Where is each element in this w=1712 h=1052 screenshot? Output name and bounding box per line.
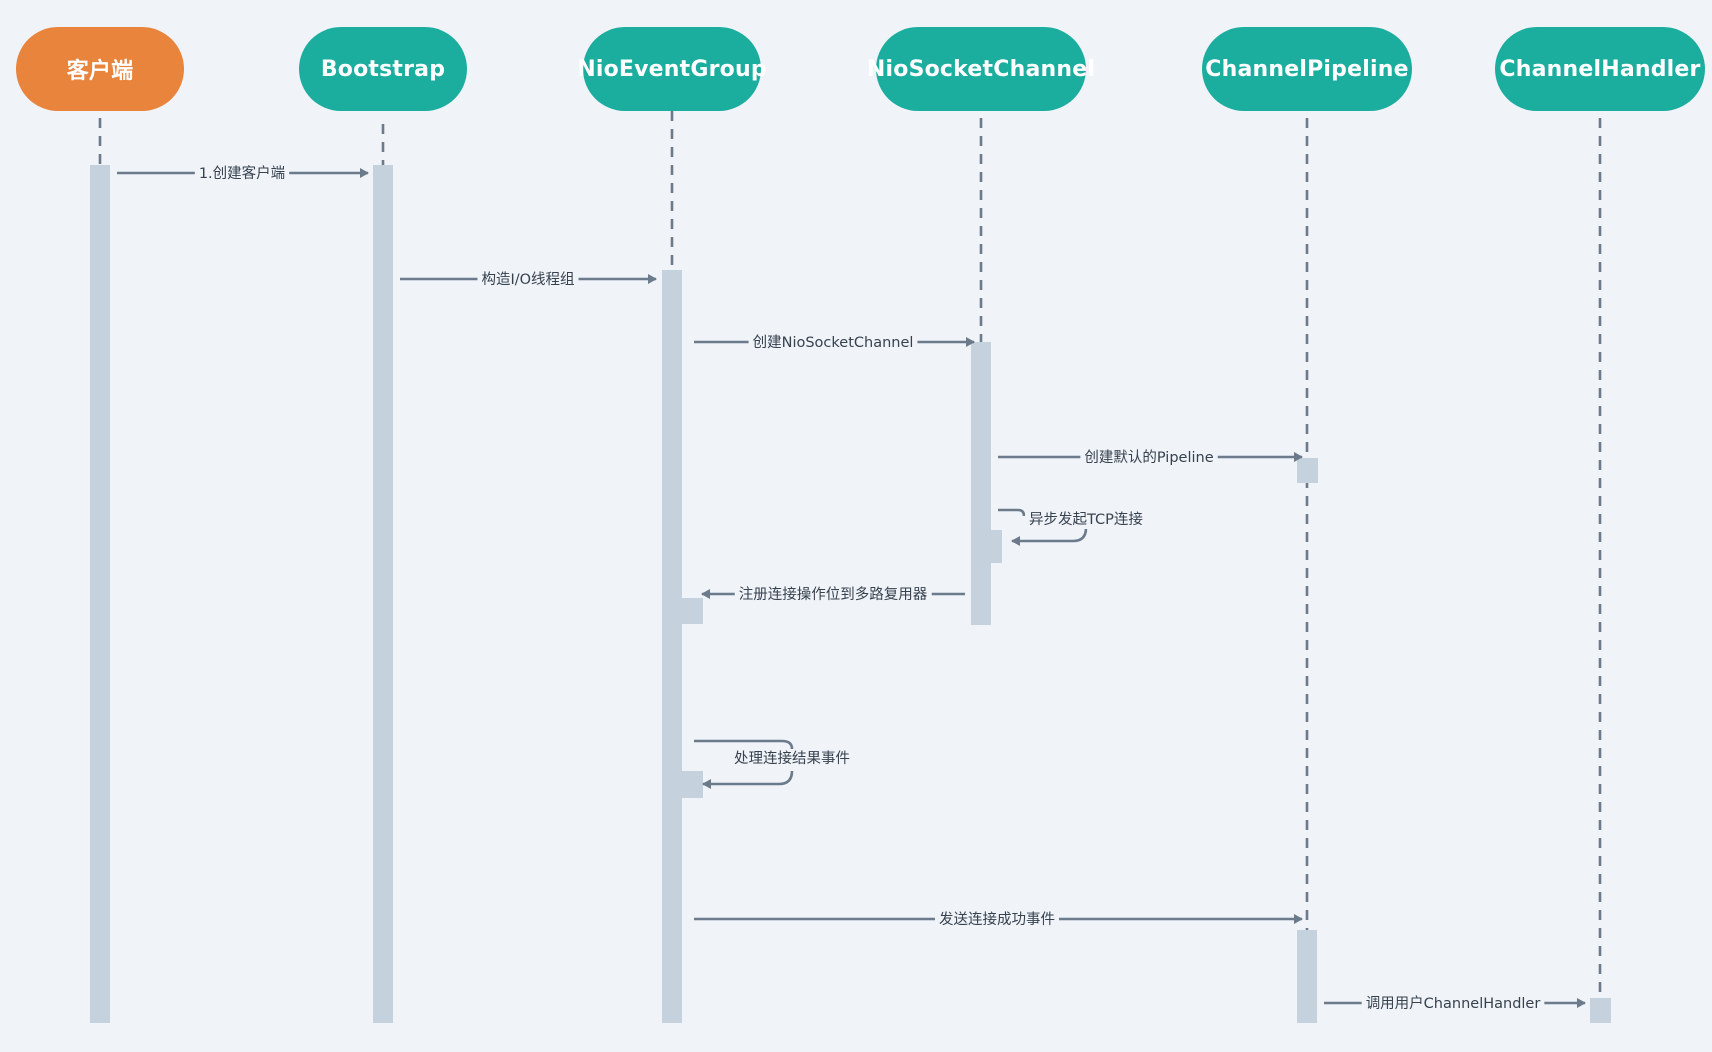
message-label-bg-m3 bbox=[748, 333, 918, 352]
message-arrow-out-m5 bbox=[998, 508, 1026, 517]
group-activation bbox=[662, 270, 682, 1023]
message-label-m5: 异步发起TCP连接 bbox=[1029, 511, 1143, 528]
message-arrow-out-m7 bbox=[694, 739, 794, 750]
group-register-activation bbox=[682, 598, 703, 624]
message-label-m7: 处理连接结果事件 bbox=[734, 750, 850, 767]
message-label-bg-m5 bbox=[1025, 510, 1147, 529]
message-label-m4: 创建默认的Pipeline bbox=[1084, 449, 1213, 466]
message-label-bg-m7 bbox=[730, 749, 854, 768]
message-label-m6: 注册连接操作位到多路复用器 bbox=[739, 585, 928, 603]
client-activation bbox=[90, 165, 110, 1023]
message-label-m9: 调用用户ChannelHandler bbox=[1366, 995, 1541, 1012]
participant-pipeline: ChannelPipeline bbox=[1202, 27, 1412, 111]
participant-handler: ChannelHandler bbox=[1495, 27, 1705, 111]
message-label-bg-m8 bbox=[935, 910, 1059, 929]
message-label-bg-m4 bbox=[1080, 448, 1218, 467]
message-label-m8: 发送连接成功事件 bbox=[939, 911, 1055, 928]
participant-channel: NioSocketChannel bbox=[867, 27, 1095, 111]
pipeline-small-activation bbox=[1297, 458, 1318, 483]
handler-activation bbox=[1590, 998, 1611, 1023]
message-label-m1: 1.创建客户端 bbox=[199, 165, 285, 182]
message-label-bg-m9 bbox=[1361, 994, 1545, 1013]
message-label-bg-m1 bbox=[194, 164, 290, 183]
participant-bootstrap: Bootstrap bbox=[299, 27, 467, 111]
message-label-bg-m2 bbox=[477, 270, 579, 289]
message-arrow-back-m5 bbox=[1011, 527, 1088, 546]
bootstrap-activation bbox=[373, 165, 393, 1023]
group-self-activation bbox=[682, 771, 703, 798]
channel-activation bbox=[971, 342, 991, 625]
participant-group: NioEventGroup bbox=[577, 27, 767, 111]
message-label-m2: 构造I/O线程组 bbox=[481, 271, 574, 288]
message-label-bg-m6 bbox=[734, 584, 932, 604]
message-label-m3: 创建NioSocketChannel bbox=[753, 334, 914, 351]
channel-self-activation bbox=[971, 530, 1002, 563]
pipeline-activation bbox=[1297, 930, 1317, 1023]
participant-client: 客户端 bbox=[16, 27, 184, 111]
message-arrow-back-m7 bbox=[702, 770, 794, 789]
